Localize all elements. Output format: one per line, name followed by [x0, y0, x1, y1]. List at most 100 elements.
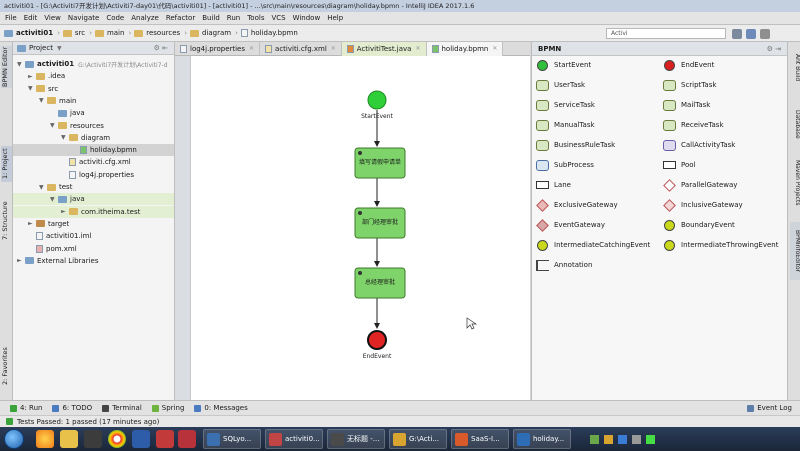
structure-icon[interactable] [746, 28, 756, 39]
tray-icon[interactable] [590, 434, 599, 444]
expand-arrow-icon[interactable]: ▼ [39, 97, 44, 105]
tree-item[interactable]: ▼resources [13, 120, 174, 132]
menu-item-run[interactable]: Run [226, 14, 241, 22]
palette-item-eventgateway[interactable]: EventGateway [536, 218, 605, 232]
tree-item[interactable]: pom.xml [13, 243, 174, 255]
taskbar-window-button[interactable]: holiday... [513, 429, 571, 449]
expand-arrow-icon[interactable]: ▼ [61, 134, 66, 142]
palette-item-startevent[interactable]: StartEvent [536, 58, 591, 72]
palette-item-businessruletask[interactable]: BusinessRuleTask [536, 138, 615, 152]
breadcrumb-item[interactable]: main› [94, 29, 131, 37]
breadcrumb-item[interactable]: holiday.bpmn [240, 29, 298, 37]
close-tab-icon[interactable]: ✕ [492, 45, 498, 52]
close-tab-icon[interactable]: ✕ [330, 45, 336, 52]
palette-item-manualtask[interactable]: ManualTask [536, 118, 595, 132]
dropdown-arrow-icon[interactable]: ▼ [56, 44, 62, 52]
menu-item-tools[interactable]: Tools [247, 14, 265, 22]
task-node-2[interactable] [354, 207, 406, 239]
tree-item[interactable]: holiday.bpmn [13, 144, 174, 157]
start-button-icon[interactable] [4, 429, 24, 449]
tree-item[interactable]: log4j.properties [13, 169, 174, 181]
task-node-1[interactable] [354, 147, 406, 179]
word-pin-icon[interactable] [132, 430, 150, 448]
bottom-tool-button[interactable]: 4: Run [10, 404, 42, 412]
tree-item[interactable]: activiti01.iml [13, 230, 174, 242]
close-tab-icon[interactable]: ✕ [249, 45, 255, 52]
event-log-button[interactable]: Event Log [747, 404, 792, 412]
end-event-node[interactable] [367, 330, 387, 350]
expand-arrow-icon[interactable]: ► [28, 72, 33, 80]
palette-item-boundaryevent[interactable]: BoundaryEvent [663, 218, 735, 232]
menu-item-vcs[interactable]: VCS [271, 14, 286, 22]
palette-item-parallelgateway[interactable]: ParallelGateway [663, 178, 737, 192]
palette-item-pool[interactable]: Pool [663, 158, 695, 172]
task-node-3[interactable] [354, 267, 406, 299]
menu-item-analyze[interactable]: Analyze [131, 14, 159, 22]
palette-item-endevent[interactable]: EndEvent [663, 58, 714, 72]
project-panel-title[interactable]: Project [29, 44, 53, 52]
taskbar-window-button[interactable]: activiti0... [265, 429, 323, 449]
expand-arrow-icon[interactable]: ▼ [39, 183, 44, 191]
start-event-node[interactable] [367, 90, 387, 110]
palette-item-annotation[interactable]: Annotation [536, 258, 592, 272]
expand-arrow-icon[interactable]: ▼ [50, 122, 55, 129]
expand-arrow-icon[interactable]: ► [28, 220, 33, 228]
tree-item[interactable]: ►.idea [13, 70, 174, 82]
menu-item-refactor[interactable]: Refactor [165, 14, 196, 22]
breadcrumb-item[interactable]: src› [62, 29, 92, 37]
breadcrumb-item[interactable]: resources› [134, 29, 187, 37]
tree-item[interactable]: java [13, 107, 174, 119]
menu-item-edit[interactable]: Edit [23, 14, 38, 22]
video-pin-icon[interactable] [178, 430, 196, 448]
palette-item-subprocess[interactable]: SubProcess [536, 158, 594, 172]
project-tool-tab[interactable]: 1: Project [1, 146, 12, 182]
bpmn-diagram-canvas[interactable]: StartEvent 填写请假申请单 部门经理审批 总经理审批 EndEvent [191, 56, 530, 400]
maven-projects-tab[interactable]: Maven Projects [794, 160, 800, 206]
tree-item[interactable]: ▼src [13, 83, 174, 95]
search-everywhere-icon[interactable] [760, 28, 770, 39]
expand-arrow-icon[interactable]: ► [61, 208, 66, 216]
taskbar-window-button[interactable]: SaaS-I... [451, 429, 509, 449]
tree-item[interactable]: ►target [13, 218, 174, 230]
media-pin-icon[interactable] [84, 430, 102, 448]
menu-item-build[interactable]: Build [202, 14, 220, 22]
palette-item-intermediatecatchingevent[interactable]: IntermediateCatchingEvent [536, 238, 650, 252]
bottom-tool-button[interactable]: Spring [151, 404, 184, 412]
tree-item[interactable]: activiti.cfg.xml [13, 156, 174, 168]
app-pin-icon[interactable] [156, 430, 174, 448]
menu-item-view[interactable]: View [44, 14, 61, 22]
favorites-tool-tab[interactable]: 2: Favorites [1, 347, 9, 385]
expand-arrow-icon[interactable]: ▼ [17, 60, 22, 68]
menu-item-code[interactable]: Code [106, 14, 125, 22]
menu-item-window[interactable]: Window [292, 14, 321, 22]
tray-icon[interactable] [618, 434, 627, 444]
tray-icon[interactable] [632, 434, 641, 444]
panel-gear-icon[interactable]: ⚙ ⇤ [153, 44, 168, 52]
menu-item-navigate[interactable]: Navigate [67, 14, 100, 22]
expand-arrow-icon[interactable]: ► [17, 257, 22, 265]
palette-item-lane[interactable]: Lane [536, 178, 571, 192]
palette-item-intermediatethrowingevent[interactable]: IntermediateThrowingEvent [663, 238, 778, 252]
tree-item[interactable]: ▼java [13, 193, 174, 206]
bottom-tool-button[interactable]: 6: TODO [52, 404, 92, 412]
palette-item-servicetask[interactable]: ServiceTask [536, 98, 595, 112]
explorer-pin-icon[interactable] [60, 430, 78, 448]
tree-item[interactable]: ►External Libraries [13, 255, 174, 267]
ant-build-tab[interactable]: Ant Build [794, 54, 800, 82]
menu-item-help[interactable]: Help [327, 14, 344, 22]
editor-tab[interactable]: ActivitiTest.java✕ [341, 41, 427, 56]
palette-item-inclusivegateway[interactable]: InclusiveGateway [663, 198, 743, 212]
breadcrumb-item[interactable]: activiti01› [4, 29, 60, 37]
taskbar-window-button[interactable]: SQLyo... [203, 429, 261, 449]
editor-tab[interactable]: holiday.bpmn✕ [426, 41, 504, 56]
tree-item[interactable]: ▼main [13, 95, 174, 107]
palette-item-receivetask[interactable]: ReceiveTask [663, 118, 724, 132]
panel-gear-icon[interactable]: ⚙ ⇥ [766, 44, 781, 53]
editor-tab[interactable]: activiti.cfg.xml✕ [260, 41, 342, 56]
palette-item-usertask[interactable]: UserTask [536, 78, 585, 92]
close-tab-icon[interactable]: ✕ [415, 45, 421, 52]
palette-item-mailtask[interactable]: MailTask [663, 98, 710, 112]
taskbar-window-button[interactable]: 无标题 -... [327, 429, 385, 449]
bottom-tool-button[interactable]: Terminal [102, 404, 142, 412]
